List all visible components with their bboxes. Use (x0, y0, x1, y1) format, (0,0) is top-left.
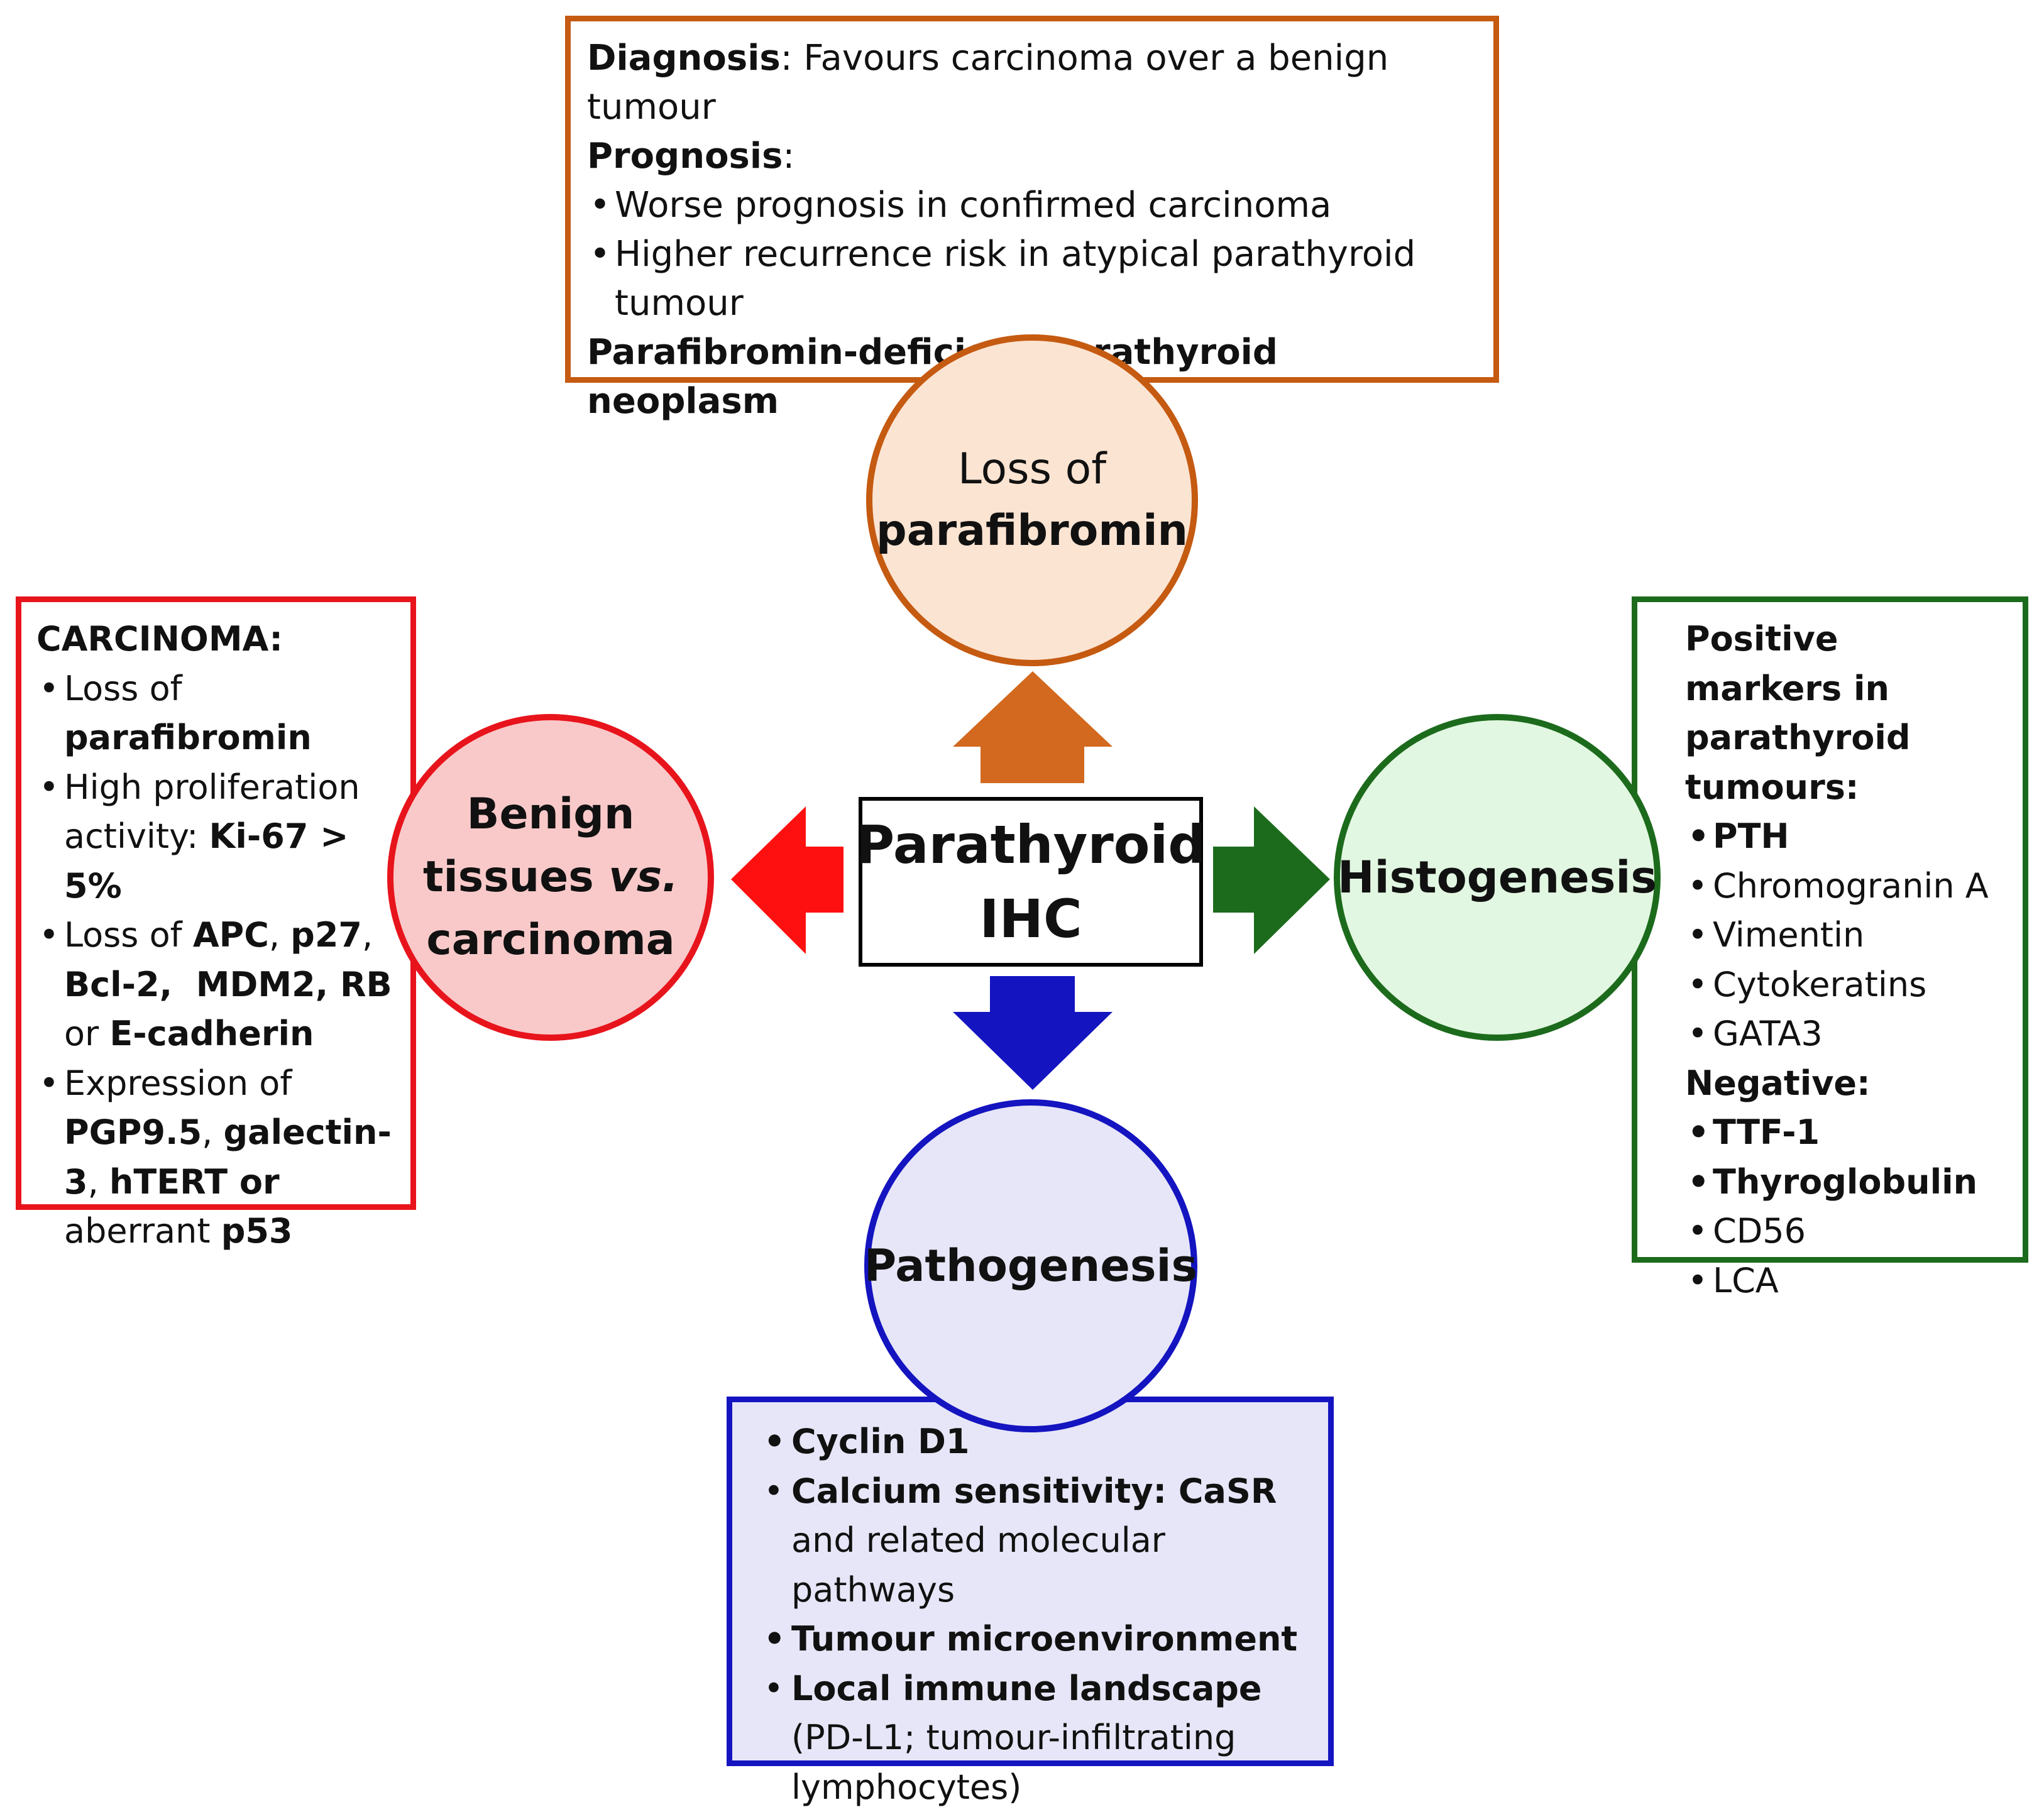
arrow-right (1213, 806, 1330, 954)
prognosis-colon: : (783, 136, 794, 177)
circle-line: tissues vs. (423, 846, 678, 909)
arrow-down (953, 976, 1113, 1090)
circle-line: Loss of (958, 439, 1106, 500)
item-bold: p27 (290, 915, 362, 955)
list-item: Higher recurrence risk in atypical parat… (587, 230, 1477, 328)
arrow-left (731, 806, 843, 954)
list-item: PTH (1685, 812, 2006, 862)
item-text: , (88, 1162, 109, 1202)
list-item: Local immune landscape (PD-L1; tumour-in… (761, 1664, 1312, 1812)
item-text: and related molecular pathways (791, 1520, 1165, 1610)
list-item: Worse prognosis in confirmed carcinoma (587, 181, 1477, 230)
diagnosis-prognosis-box: Diagnosis: Favours carcinoma over a beni… (565, 16, 1499, 383)
item-text: Loss of (64, 915, 193, 955)
negative-heading: Negative: (1685, 1059, 2006, 1109)
histogenesis-markers-box: Positive markers in parathyroid tumours:… (1632, 596, 2028, 1263)
pathogenesis-box: Cyclin D1 Calcium sensitivity: CaSR and … (727, 1397, 1334, 1766)
benign-vs-carcinoma-circle: Benign tissues vs. carcinoma (387, 714, 714, 1041)
circle-line: parafibromin (876, 500, 1188, 562)
item-text: aberrant (64, 1211, 221, 1251)
list-item: Expression of PGP9.5, galectin-3, hTERT … (36, 1059, 395, 1256)
item-bold: p53 (221, 1211, 293, 1251)
diagnosis-line: Diagnosis: Favours carcinoma over a beni… (587, 34, 1477, 132)
list-item: Chromogranin A (1685, 862, 2006, 911)
list-item: Loss of APC, p27, Bcl-2, MDM2, RB or E-c… (36, 911, 395, 1059)
prognosis-list: Worse prognosis in confirmed carcinoma H… (587, 181, 1477, 328)
item-text: Expression of (64, 1063, 292, 1103)
item-bold: E-cadherin (109, 1014, 314, 1053)
item-bold: parafibromin (64, 718, 312, 757)
list-item: TTF-1 (1685, 1108, 2006, 1158)
list-item: Thyroglobulin (1685, 1158, 2006, 1207)
list-item: Tumour microenvironment (761, 1615, 1312, 1664)
list-item: Loss of parafibromin (36, 664, 395, 763)
list-item: GATA3 (1685, 1009, 2006, 1059)
item-text: , (269, 915, 290, 955)
circle-line: carcinoma (426, 909, 674, 972)
loss-of-parafibromin-circle: Loss of parafibromin (866, 334, 1198, 666)
circle-line: Benign (467, 783, 635, 846)
arrow-up (953, 671, 1113, 783)
circle-text: tissues (423, 852, 608, 902)
item-text: , (362, 915, 373, 955)
list-item: Cytokeratins (1685, 960, 2006, 1010)
circle-label: Histogenesis (1338, 852, 1657, 903)
item-bold: hTERT or (109, 1162, 280, 1202)
list-item: LCA (1685, 1256, 2006, 1306)
pathogenesis-circle: Pathogenesis (864, 1099, 1197, 1432)
center-line: IHC (979, 882, 1082, 956)
item-bold: Bcl-2, MDM2, RB (64, 965, 392, 1004)
positive-list: PTH Chromogranin A Vimentin Cytokeratins… (1685, 812, 2006, 1059)
center-line: Parathyroid (856, 808, 1206, 882)
prognosis-line: Prognosis: (587, 132, 1477, 181)
item-bold: Calcium sensitivity: CaSR (791, 1471, 1277, 1511)
item-text: (PD-L1; tumour-infiltrating lymphocytes) (791, 1718, 1236, 1807)
carcinoma-list: Loss of parafibromin High proliferation … (36, 664, 395, 1256)
prognosis-label: Prognosis (587, 136, 783, 177)
item-bold: PGP9.5 (64, 1112, 202, 1152)
circle-text-italic: vs. (608, 852, 678, 902)
circle-label: Pathogenesis (864, 1240, 1197, 1292)
diagnosis-label: Diagnosis (587, 38, 781, 79)
parathyroid-ihc-center-box: Parathyroid IHC (859, 797, 1203, 967)
item-bold: APC (193, 915, 269, 955)
item-text: , (202, 1112, 223, 1152)
item-text: Loss of (64, 669, 182, 708)
list-item: CD56 (1685, 1207, 2006, 1256)
item-text: or (64, 1014, 109, 1053)
carcinoma-heading: CARCINOMA: (36, 615, 395, 664)
list-item: High proliferation activity: Ki-67 > 5% (36, 763, 395, 911)
carcinoma-box: CARCINOMA: Loss of parafibromin High pro… (16, 596, 416, 1210)
list-item: Calcium sensitivity: CaSR and related mo… (761, 1467, 1312, 1615)
pathogenesis-list: Cyclin D1 Calcium sensitivity: CaSR and … (761, 1417, 1312, 1812)
negative-list: TTF-1 Thyroglobulin CD56 LCA (1685, 1108, 2006, 1305)
item-bold: Local immune landscape (791, 1669, 1262, 1708)
list-item: Vimentin (1685, 911, 2006, 960)
histogenesis-circle: Histogenesis (1334, 714, 1661, 1041)
positive-heading: Positive markers in parathyroid tumours: (1685, 615, 2006, 812)
